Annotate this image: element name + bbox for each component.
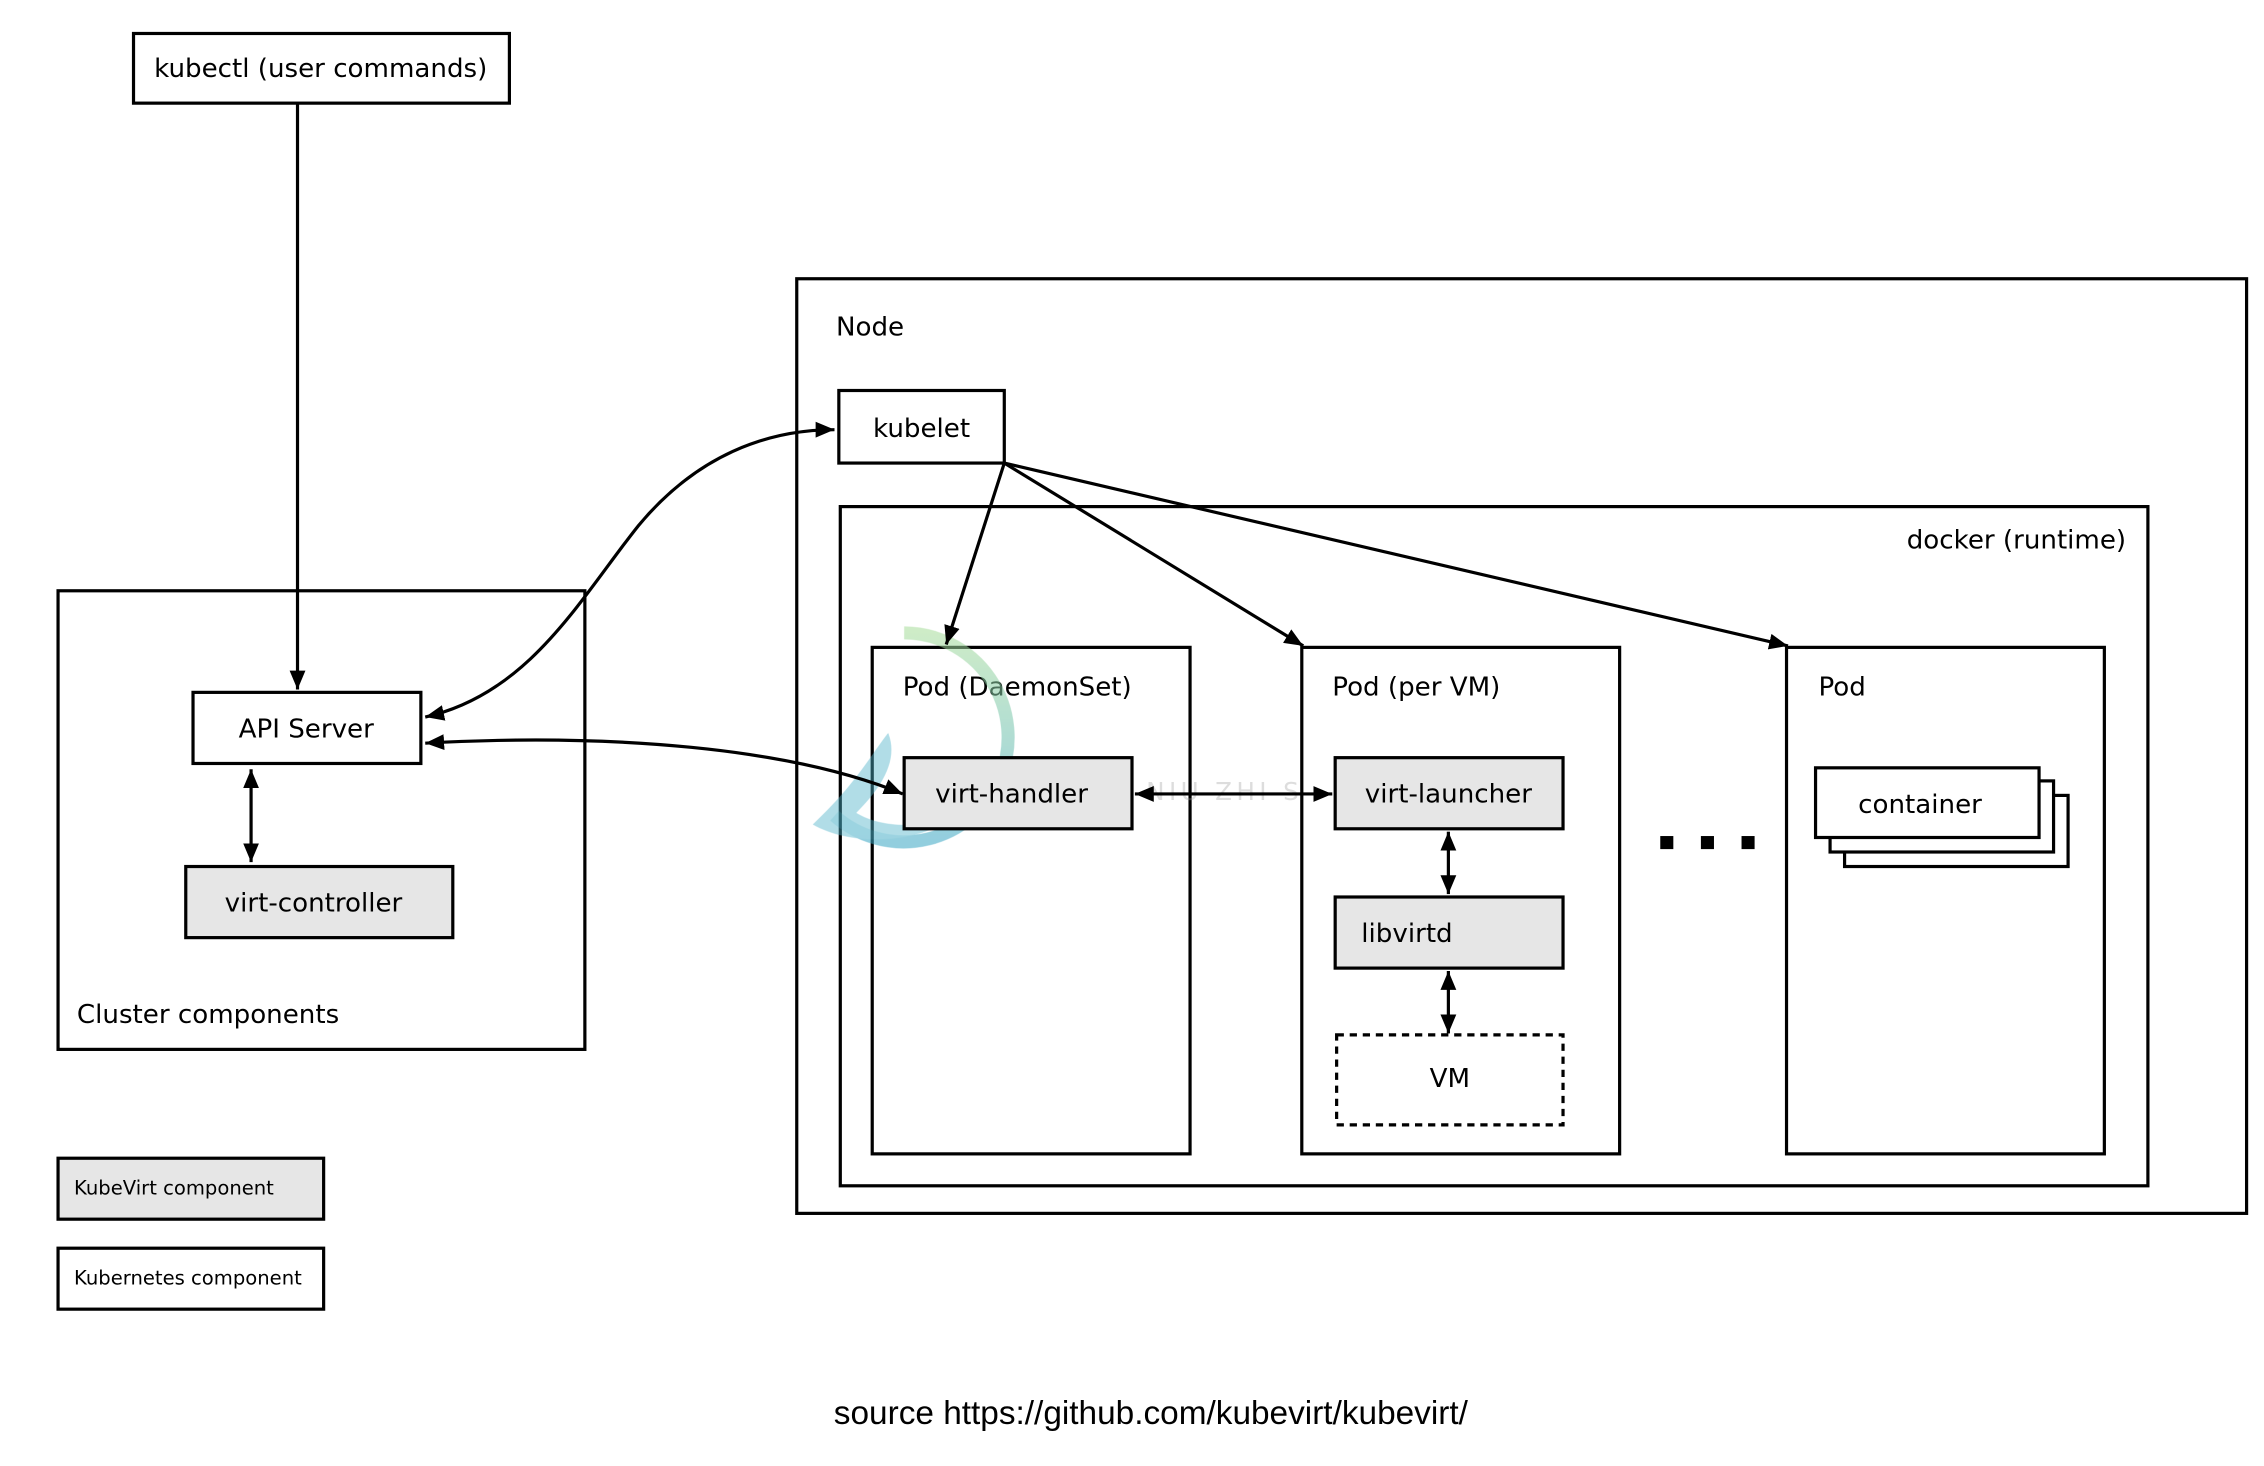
kubectl-box: kubectl (user commands) xyxy=(131,31,511,105)
vm-box: VM xyxy=(1335,1033,1565,1127)
pod-per-vm-label: Pod (per VM) xyxy=(1332,672,1500,702)
virt-launcher-box: virt-launcher xyxy=(1333,756,1565,831)
pod-daemonset-box: Pod (DaemonSet) xyxy=(870,645,1192,1156)
api-server-box: API Server xyxy=(191,690,423,766)
container-label: container xyxy=(1858,790,1982,820)
pod-generic-box: Pod xyxy=(1784,645,2106,1156)
legend-kubernetes: Kubernetes component xyxy=(56,1246,326,1311)
edge-api-server-virt-handler xyxy=(425,734,904,796)
legend: KubeVirt component Kubernetes component xyxy=(56,1156,326,1311)
legend-kubernetes-label: Kubernetes component xyxy=(74,1266,302,1289)
libvirtd-label: libvirtd xyxy=(1361,919,1452,949)
kubelet-label: kubelet xyxy=(873,414,970,444)
watermark-swirl-icon xyxy=(812,733,958,840)
virt-launcher-label: virt-launcher xyxy=(1365,780,1532,810)
edge-kubelet-pod-generic xyxy=(1003,461,1789,650)
edge-kubelet-pod-per-vm xyxy=(1003,461,1305,648)
kubectl-label: kubectl (user commands) xyxy=(154,54,487,84)
virt-handler-label: virt-handler xyxy=(935,780,1088,810)
cluster-components-box: Cluster components xyxy=(56,589,587,1051)
edge-kubelet-pod-daemonset xyxy=(944,462,1006,645)
virt-handler-box: virt-handler xyxy=(902,756,1134,831)
pod-generic-label: Pod xyxy=(1818,672,1865,702)
node-label: Node xyxy=(836,312,904,342)
legend-kubevirt-label: KubeVirt component xyxy=(74,1177,274,1200)
cluster-components-label: Cluster components xyxy=(77,1000,339,1030)
container-stack: container xyxy=(1813,766,2070,869)
libvirtd-box: libvirtd xyxy=(1333,895,1565,970)
virt-controller-label: virt-controller xyxy=(225,889,403,919)
ellipsis-icon xyxy=(1660,836,1755,850)
pod-daemonset-label: Pod (DaemonSet) xyxy=(903,672,1132,702)
kubelet-box: kubelet xyxy=(837,388,1006,465)
virt-controller-box: virt-controller xyxy=(184,864,455,940)
legend-kubevirt: KubeVirt component xyxy=(56,1156,326,1221)
connections xyxy=(243,103,1789,1034)
api-server-label: API Server xyxy=(239,714,374,744)
vm-label: VM xyxy=(1430,1064,1470,1094)
docker-runtime-label: docker (runtime) xyxy=(1907,526,2126,556)
source-caption: source https://github.com/kubevirt/kubev… xyxy=(834,1395,1469,1432)
edge-api-server-kubelet xyxy=(424,421,835,721)
